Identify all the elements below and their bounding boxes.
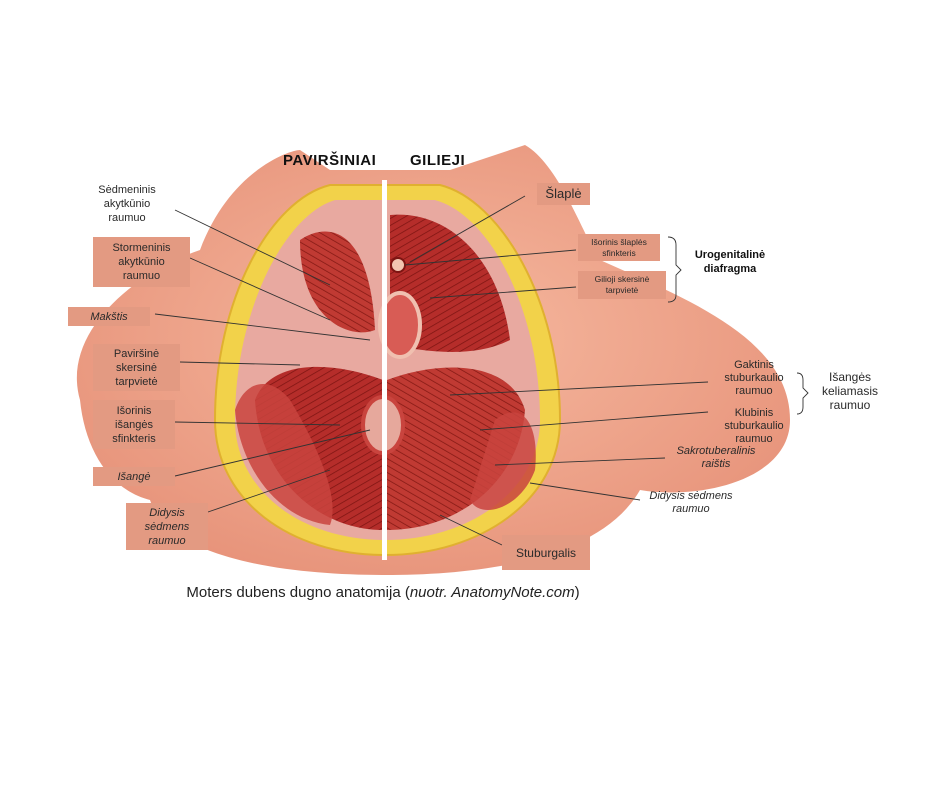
caption-source: nuotr. AnatomyNote.com [409, 584, 575, 601]
gluteus-right [470, 412, 536, 510]
right-levator-muscle [387, 367, 525, 530]
left-bulbo-muscle [300, 231, 375, 333]
label-slaple: Šlaplė [537, 183, 590, 205]
label-isange: Išangė [93, 467, 175, 486]
label-sedmeninis: Sėdmeninis akytkūnio raumuo [98, 184, 156, 224]
label-stormeninis: Stormeninis akytkūnio raumuo [93, 237, 190, 287]
urethra [390, 257, 406, 273]
label-isorinis-isanges-text: Išorinis išangės sfinkteris [112, 404, 156, 445]
vagina [378, 291, 422, 359]
label-isorinis-slaples-text: Išorinis šlaplės sfinkteris [591, 236, 647, 258]
label-pavirsine: Paviršinė skersinė tarpvietė [93, 344, 180, 391]
label-klubinis: Klubinis stuburkaulio raumuo [724, 407, 784, 445]
label-stormeninis-text: Stormeninis akytkūnio raumuo [112, 242, 171, 282]
heading-superficial: PAVIRŠINIAI [283, 152, 377, 169]
caption-end: ) [574, 584, 580, 601]
label-didysis-left: Didysis sėdmens raumuo [126, 503, 208, 550]
label-gilioji-text: Gilioji skersinė tarpvietė [594, 274, 650, 295]
label-pavirsine-text: Paviršinė skersinė tarpvietė [113, 347, 160, 388]
label-didysis-right: Didysis sėdmens raumuo [649, 490, 733, 515]
label-levator-group: Išangės keliamasis raumuo [821, 370, 878, 412]
label-sakrotuberalinis: Sakrotuberalinis raištis [676, 445, 756, 470]
label-stuburgalis: Stuburgalis [502, 535, 590, 570]
midline-divider [382, 180, 387, 560]
label-isorinis-isanges: Išorinis išangės sfinkteris [93, 400, 175, 449]
heading-deep: GILIEJI [410, 152, 466, 169]
gluteus-left [235, 383, 333, 525]
label-gilioji: Gilioji skersinė tarpvietė [578, 271, 666, 299]
label-gaktinis: Gaktinis stuburkaulio raumuo [724, 359, 784, 397]
label-urogenital-group: Urogenitalinė diafragma [694, 249, 766, 275]
caption-main: Moters dubens dugno anatomija ( [186, 584, 410, 601]
figure-caption: Moters dubens dugno anatomija (nuotr. An… [0, 584, 766, 601]
label-isorinis-slaples: Išorinis šlaplės sfinkteris [578, 234, 660, 261]
label-makstis: Makštis [68, 307, 150, 326]
label-didysis-left-text: Didysis sėdmens raumuo [144, 506, 190, 547]
leader-lines [154, 195, 809, 546]
